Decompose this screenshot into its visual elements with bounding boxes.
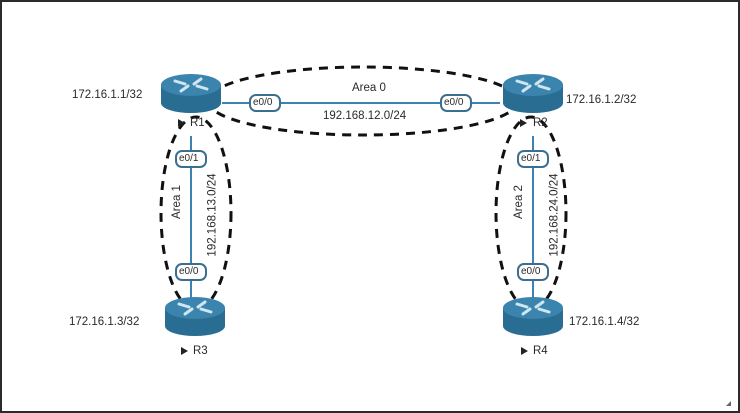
r1-e0-1-label: e0/1 <box>179 153 199 164</box>
subnet-r2-r4-label: 192.168.24.0/24 <box>548 173 561 257</box>
r1-loopback-label: 172.16.1.1/32 <box>72 89 143 101</box>
subnet-r1-r3-label: 192.168.13.0/24 <box>206 173 219 257</box>
interface-badge-r4-e0-0 <box>517 263 549 281</box>
subnet-r1-r2-label: 192.168.12.0/24 <box>323 110 407 122</box>
router-r1-icon[interactable] <box>161 74 221 113</box>
r2-e0-0-label: e0/0 <box>444 97 464 108</box>
r4-e0-0-label: e0/0 <box>521 266 541 277</box>
r3-name-label: R3 <box>193 345 208 357</box>
area-0-label: Area 0 <box>352 82 386 94</box>
r3-loopback-label: 172.16.1.3/32 <box>69 316 140 328</box>
r2-loopback-label: 172.16.1.2/32 <box>566 94 637 106</box>
r1-start-icon[interactable] <box>178 119 185 127</box>
r1-e0-0-label: e0/0 <box>253 97 273 108</box>
interface-badge-r2-e0-1 <box>517 150 549 168</box>
interface-badge-r2-e0-0 <box>440 94 472 112</box>
router-r4-icon[interactable] <box>503 297 563 336</box>
area-2-label: Area 2 <box>512 185 525 219</box>
area-1-boundary <box>159 115 233 311</box>
interface-badge-r3-e0-0 <box>175 263 207 281</box>
router-r2-icon[interactable] <box>503 74 563 113</box>
r2-start-icon[interactable] <box>520 119 527 127</box>
interface-badge-r1-e0-1 <box>175 150 207 168</box>
r4-start-icon[interactable] <box>521 347 528 355</box>
r2-e0-1-label: e0/1 <box>521 153 541 164</box>
area-1-label: Area 1 <box>170 185 183 219</box>
r3-e0-0-label: e0/0 <box>179 266 199 277</box>
r3-start-icon[interactable] <box>181 347 188 355</box>
router-r3-icon[interactable] <box>165 297 225 336</box>
r1-name-label: R1 <box>190 117 205 129</box>
r2-name-label: R2 <box>533 117 548 129</box>
area-2-boundary <box>494 115 568 311</box>
interface-badge-r1-e0-0 <box>249 94 281 112</box>
r4-name-label: R4 <box>533 345 548 357</box>
resize-grip-icon[interactable] <box>726 401 731 406</box>
r4-loopback-label: 172.16.1.4/32 <box>569 316 640 328</box>
